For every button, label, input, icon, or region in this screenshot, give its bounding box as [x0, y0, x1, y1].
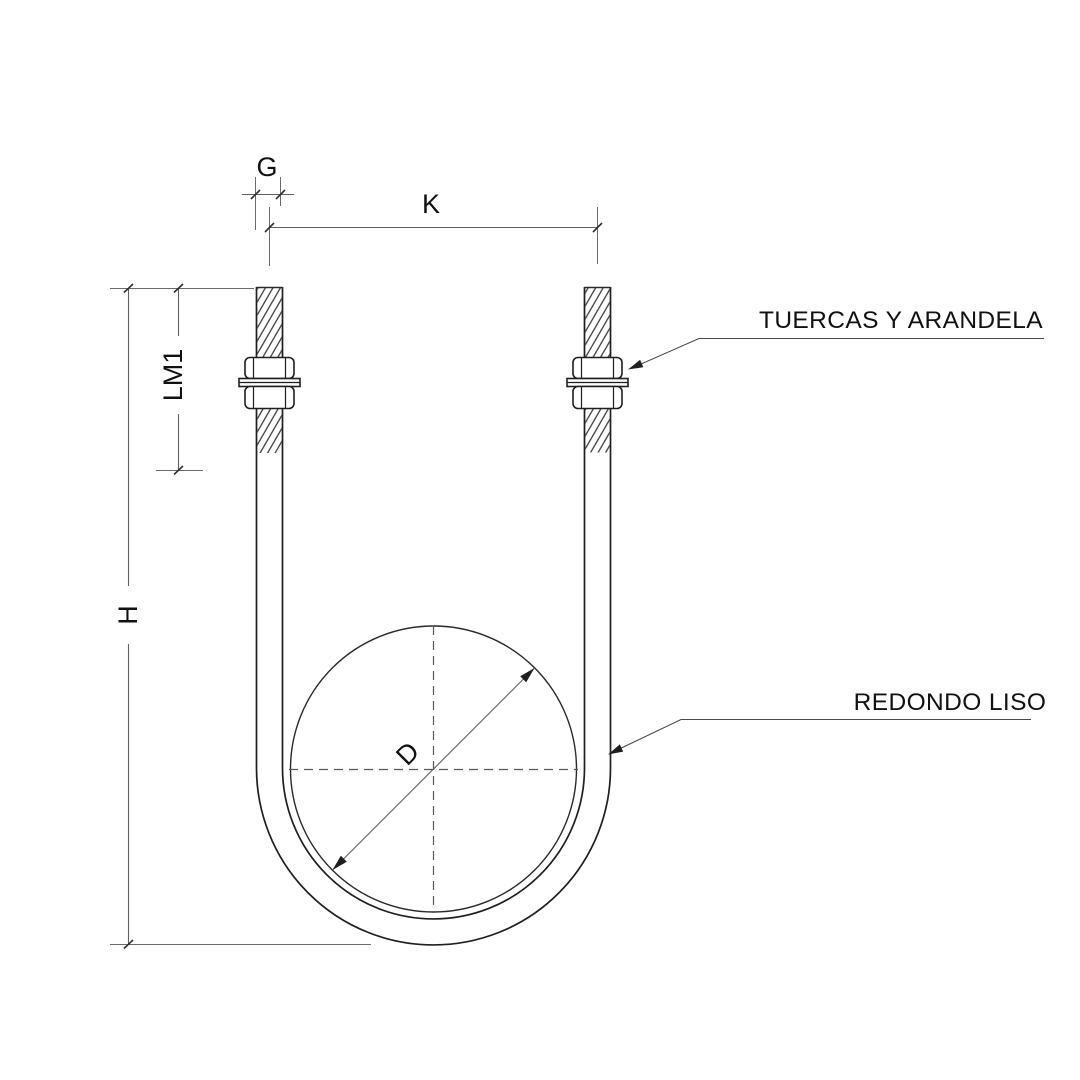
label-d: D [390, 736, 425, 771]
label-lm1: LM1 [158, 349, 188, 402]
dimension-h: H [110, 283, 371, 950]
left-thread-upper [257, 288, 282, 358]
right-thread-lower [585, 408, 610, 453]
k-extension-lines [269, 207, 598, 266]
nut-washer-assembly-right [566, 356, 629, 410]
right-nut-facet-lines [580, 358, 615, 408]
plain-round-leader-line [611, 718, 1031, 753]
label-nuts-washer: TUERCAS Y ARANDELA [759, 307, 1043, 334]
lm1-tick-bottom [173, 465, 184, 476]
h-tick-top [123, 283, 134, 294]
u-bolt-inner-contour [281, 287, 586, 920]
u-bolt-body [255, 286, 612, 946]
nuts-washer-arrowhead [628, 359, 644, 370]
left-lower-nut [244, 385, 295, 410]
g-tick-right [275, 189, 286, 200]
right-lower-nut [572, 385, 623, 410]
d-arrowhead-upper [520, 668, 535, 683]
dimension-k: K [264, 189, 603, 266]
callout-plain-round: REDONDO LISO [608, 689, 1046, 755]
lm1-tick-top [173, 283, 184, 294]
k-tick-left [264, 222, 275, 233]
nuts-washer-leader-line [631, 337, 1044, 369]
g-extension-lines [255, 177, 281, 230]
d-arrowhead-lower [332, 855, 347, 870]
callout-nuts-washer: TUERCAS Y ARANDELA [628, 307, 1044, 370]
plain-round-arrowhead [608, 744, 624, 755]
right-thread-upper [585, 288, 610, 358]
label-plain-round: REDONDO LISO [854, 689, 1047, 716]
dimension-g: G [242, 152, 294, 230]
g-tick-left [250, 189, 261, 200]
dimension-lm1: LM1 [156, 283, 203, 476]
k-tick-right [592, 222, 603, 233]
left-thread-lower [257, 408, 282, 453]
nut-washer-assembly-left [238, 356, 301, 410]
label-h: H [113, 605, 143, 625]
label-g: G [256, 152, 277, 182]
d-dimension-line [332, 667, 535, 871]
label-k: K [422, 189, 440, 219]
left-nut-facet-lines [252, 358, 287, 408]
u-bolt-outer-contour [255, 287, 612, 946]
h-tick-bottom [123, 939, 134, 950]
left-upper-nut [244, 356, 295, 380]
right-upper-nut [572, 356, 623, 380]
